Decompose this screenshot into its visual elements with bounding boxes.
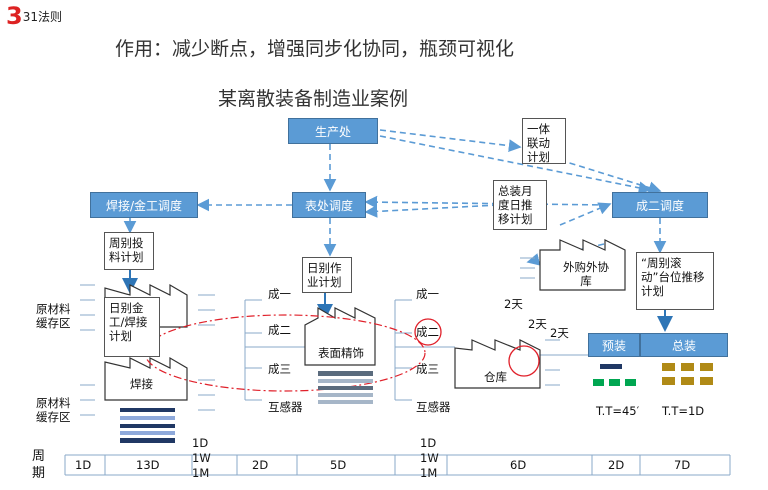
- left-ch3-label: 成三: [268, 362, 291, 376]
- days-label-c: 2天: [550, 326, 569, 340]
- final-assembly-takt: T.T=1D: [662, 404, 705, 418]
- timeline-seg-6: 2D: [608, 458, 625, 472]
- warehouse-factory: [454, 339, 541, 389]
- arrow-prod-to-integrated: [379, 129, 522, 153]
- arrow-ch2-to-surface: [364, 195, 609, 209]
- cycle-timeline: [64, 454, 731, 476]
- raw-buffer-bottom-label: 原材料缓存区: [36, 396, 71, 424]
- surface-factory: [304, 306, 376, 366]
- timeline-seg-1: 1D: [75, 458, 92, 472]
- days-label-a: 2天: [504, 297, 523, 311]
- bottleneck-highlight-ellipse: [144, 314, 426, 392]
- ch2-highlight-circle: [414, 318, 442, 346]
- arrow-monthly-to-ch2: [559, 202, 612, 226]
- weekly-feed-plan-doc: 周别投料计划: [104, 232, 154, 270]
- daily-work-plan-doc: 日别作业计划: [302, 257, 352, 293]
- cycle-label: 周期: [32, 449, 46, 481]
- right-transformer-label: 互感器: [416, 400, 451, 414]
- page-title: 作用：减少断点，增强同步化协同，瓶颈可视化: [115, 38, 515, 60]
- slide-subtitle: 31法则: [22, 10, 62, 24]
- timeline-seg-2: 13D: [136, 458, 160, 472]
- left-ch1-label: 成一: [268, 287, 291, 301]
- weld-dispatch-box: 焊接/金工调度: [90, 192, 198, 218]
- integrated-plan-doc: 一体联动计划: [522, 118, 566, 164]
- outsourced-factory: [539, 239, 626, 291]
- assembly2-dispatch-box: 成二调度: [612, 192, 708, 218]
- surface-buffer-stack: [318, 371, 373, 404]
- raw-buffer-top-label: 原材料缓存区: [36, 302, 71, 330]
- surface-label: 表面精饰: [318, 346, 364, 360]
- timeline-seg-3: 2D: [252, 458, 269, 472]
- pre-assembly-box: 预装: [588, 333, 640, 357]
- timeline-seg-5: 6D: [510, 458, 527, 472]
- monthly-daily-plan-doc: 总装月度日推移计划: [493, 180, 547, 230]
- weld-buffer-stack: [120, 408, 175, 443]
- final-assembly-box: 总装: [640, 333, 728, 357]
- left-ch2-label: 成二: [268, 323, 291, 337]
- surface-dispatch-box: 表处调度: [292, 192, 366, 218]
- frequency-stack-b: 1D 1W 1M: [420, 436, 439, 480]
- pre-assembly-takt: T.T=45′: [596, 404, 640, 418]
- warehouse-label: 仓库: [484, 370, 507, 384]
- warehouse-highlight-circle: [508, 345, 540, 377]
- right-ch2-label: 成二: [416, 325, 439, 339]
- arrow-monthly-to-surface: [364, 204, 499, 218]
- welding-label: 焊接: [130, 377, 153, 391]
- case-title: 某离散装备制造业案例: [218, 88, 409, 110]
- arrow-integrated-to-ch2: [559, 159, 662, 194]
- frequency-stack-a: 1D 1W 1M: [192, 436, 211, 480]
- arrow-prod-to-ch2: [379, 135, 652, 195]
- slide-number: 331法则: [6, 2, 62, 30]
- daily-weld-plan-doc: 日别金工/焊接计划: [104, 297, 160, 357]
- outsourced-label: 外购外协库: [563, 260, 609, 288]
- weekly-rolling-plan-doc: “周别滚动”台位推移计划: [636, 252, 714, 310]
- left-transformer-label: 互感器: [268, 400, 303, 414]
- slide-number-digit: 3: [6, 2, 23, 30]
- pre-assembly-kanban: [593, 364, 636, 386]
- final-assembly-kanban: [662, 363, 713, 385]
- right-ch3-label: 成三: [416, 362, 439, 376]
- right-ch1-label: 成一: [416, 287, 439, 301]
- days-label-b: 2天: [528, 317, 547, 331]
- production-dept-box: 生产处: [288, 118, 378, 144]
- timeline-seg-4: 5D: [330, 458, 347, 472]
- timeline-seg-7: 7D: [674, 458, 691, 472]
